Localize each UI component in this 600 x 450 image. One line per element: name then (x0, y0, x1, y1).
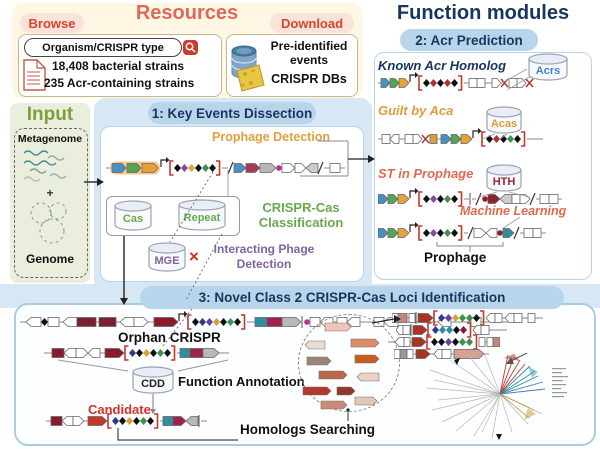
homolog-cluster-ellipse (298, 314, 400, 412)
gene-row-guilt-by-aca (378, 126, 543, 152)
stat-acr-strains: 235 Acr-containing strains (44, 76, 195, 90)
pre-identified-line1: Pre-identified (270, 39, 348, 53)
cas-database: Cas (114, 200, 152, 231)
gene-row-homolog-3 (388, 329, 501, 355)
section2-title-pill: 2: Acr Prediction (400, 29, 538, 51)
gene-row-homolog-4 (393, 341, 489, 367)
acas-db-label: Acas (490, 117, 518, 130)
interacting-phage-detection-label: Interacting Phage Detection (203, 242, 325, 272)
gene-row-machine-learning (377, 220, 546, 246)
download-button[interactable]: Download (270, 13, 354, 33)
function-annotation-label: Function Annotation (178, 374, 305, 389)
gene-row-homolog-2 (395, 317, 507, 343)
function-modules-title: Function modules (396, 2, 570, 24)
document-icon (23, 59, 46, 91)
repeat-database: Repeat (178, 199, 226, 231)
metagenome-reads-icon (23, 150, 67, 182)
database-cheese-icon (231, 45, 265, 92)
section1-title-pill: 1: Key Events Dissection (148, 102, 316, 124)
hth-database: HTH (486, 164, 522, 192)
genome-label: Genome (25, 252, 74, 266)
stat-bacterial-strains: 18,408 bacterial strains (52, 59, 185, 73)
classification-line2: Classification (258, 215, 344, 230)
acrs-database: Acrs (528, 53, 568, 81)
guilt-by-aca-label: Guilt by Aca (378, 103, 454, 118)
plus-sign: + (46, 186, 54, 200)
crispr-dbs-label: CRISPR DBs (271, 72, 347, 86)
search-field[interactable]: Organism/CRISPR type (24, 38, 182, 57)
acrs-db-label: Acrs (535, 64, 561, 77)
cas-db-label: Cas (122, 213, 144, 226)
interacting-line2: Detection (236, 257, 292, 271)
search-input-value[interactable]: Organism/CRISPR type (42, 41, 164, 54)
prophage-detection-label: Prophage Detection (212, 130, 331, 144)
classification-line1: CRISPR-Cas (262, 200, 340, 215)
mge-database: MGE (148, 242, 186, 272)
section3-title-pill: 3: Novel Class 2 CRISPR-Cas Loci Identif… (140, 286, 564, 309)
st-in-prophage-label: ST in Prophage (378, 166, 474, 181)
cdd-db-label: CDD (141, 377, 165, 390)
known-acr-homolog-label: Known Acr Homolog (378, 58, 507, 73)
red-cross-mark: × (189, 247, 199, 266)
hth-db-label: HTH (492, 175, 516, 188)
crispr-cas-classification-label: CRISPR-Cas Classification (242, 200, 360, 230)
browse-button[interactable]: Browse (20, 13, 84, 33)
repeat-db-label: Repeat (183, 212, 221, 225)
gene-row-key-events (106, 155, 345, 181)
acas-database: Acas (486, 106, 522, 134)
phylogenetic-tree (425, 352, 568, 440)
metagenome-label: Metagenome (17, 133, 83, 145)
resources-title: Resources (135, 2, 239, 24)
prophage-label: Prophage (424, 250, 487, 265)
input-dashed-box (14, 128, 88, 278)
gene-row-known-acr (378, 70, 534, 96)
homologs-searching-label: Homologs Searching (240, 422, 376, 437)
machine-learning-label: Machine Learning (460, 204, 567, 218)
gene-row-candidate (46, 408, 207, 434)
genome-circles-icon (30, 202, 67, 244)
cdd-database: CDD (132, 366, 174, 394)
search-icon (185, 42, 196, 53)
interacting-line1: Interacting Phage (213, 242, 315, 256)
gene-row-orphan-short (44, 340, 229, 366)
search-button[interactable] (183, 40, 198, 55)
input-title: Input (26, 104, 74, 125)
mge-db-label: MGE (154, 254, 180, 267)
candidate-label: Candidate (88, 402, 151, 417)
pre-identified-line2: events (289, 53, 329, 67)
